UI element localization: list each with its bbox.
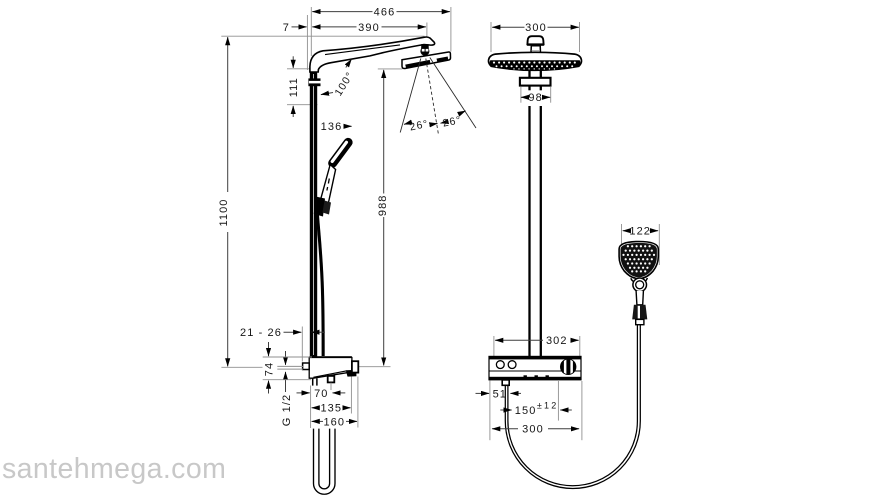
svg-text:1100: 1100	[218, 198, 230, 226]
svg-text:26°: 26°	[442, 114, 463, 130]
svg-text:51: 51	[493, 388, 507, 400]
svg-text:111: 111	[288, 77, 300, 97]
svg-text:santehmega.com: santehmega.com	[2, 453, 226, 485]
svg-text:26°: 26°	[409, 118, 430, 134]
svg-text:160: 160	[323, 416, 345, 428]
svg-text:21 - 26: 21 - 26	[240, 327, 282, 339]
svg-text:98: 98	[528, 92, 542, 104]
svg-text:70: 70	[314, 388, 328, 400]
svg-text:G 1/2: G 1/2	[281, 394, 293, 426]
svg-text:390: 390	[358, 22, 380, 34]
svg-text:466: 466	[374, 7, 396, 19]
svg-text:988: 988	[377, 194, 389, 216]
svg-text:7: 7	[283, 22, 290, 34]
svg-text:74: 74	[264, 362, 276, 376]
svg-text:±12: ±12	[537, 401, 559, 411]
svg-text:300: 300	[525, 22, 547, 34]
svg-text:300: 300	[522, 424, 544, 436]
svg-text:302: 302	[546, 335, 568, 347]
svg-text:150: 150	[515, 405, 537, 417]
svg-text:135: 135	[320, 403, 342, 415]
svg-text:136: 136	[321, 121, 343, 133]
svg-text:122: 122	[629, 226, 651, 238]
